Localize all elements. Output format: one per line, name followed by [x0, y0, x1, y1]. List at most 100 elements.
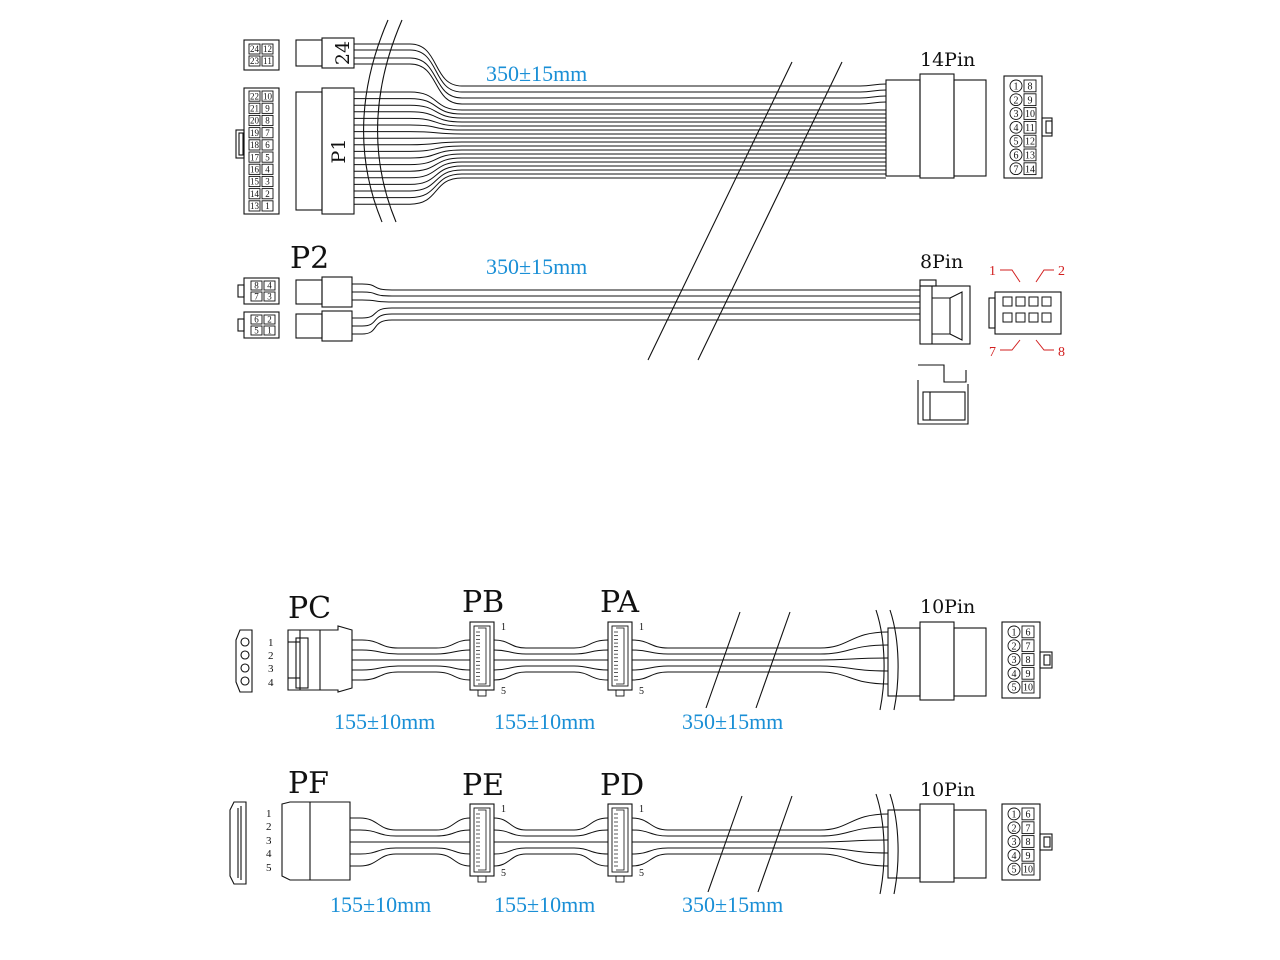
atx-main-pin-5: 5	[265, 152, 270, 162]
wire	[354, 117, 886, 127]
pin-cell	[1021, 848, 1035, 862]
pin-cell	[1007, 639, 1021, 653]
sata-cable-wires	[350, 813, 889, 867]
callout-pin-1: 1	[989, 264, 996, 279]
10pin-a-pin-8: 8	[1026, 655, 1031, 666]
pc-label: PC	[288, 591, 331, 626]
atx-main-pin-3: 3	[265, 177, 270, 187]
p2b-pin-1: 1	[267, 326, 272, 336]
pin-cell	[1023, 148, 1037, 162]
14pin-pin-5: 5	[1014, 137, 1019, 148]
pd-pin-bottom: 5	[639, 868, 644, 879]
wire	[632, 657, 889, 661]
p2a-pin-8: 8	[254, 281, 259, 291]
pin-cell	[261, 114, 274, 127]
pin-cell	[263, 291, 276, 302]
pin-cell	[248, 139, 261, 151]
10pin-b-pin-4: 4	[1012, 851, 1017, 862]
wire	[352, 307, 920, 319]
atx-main-pin-19: 19	[250, 128, 260, 138]
wire	[631, 671, 889, 685]
14pin-pin-7: 7	[1014, 164, 1019, 175]
wire	[354, 63, 887, 105]
pin-cell	[1007, 821, 1021, 835]
pin-cell	[1021, 639, 1035, 653]
8pin-label: 8Pin	[920, 251, 963, 273]
pin-cell	[248, 102, 261, 114]
pin-cell	[1023, 134, 1037, 148]
wire	[631, 826, 889, 837]
pin-cell	[261, 188, 274, 200]
pin-cell	[1023, 120, 1037, 134]
pin-cell	[1021, 625, 1035, 639]
wire	[350, 853, 471, 867]
pin-cell	[1009, 162, 1023, 176]
14pin-pin-12: 12	[1025, 137, 1035, 148]
pin-cell	[1023, 162, 1037, 176]
10pin-b-pin-3: 3	[1012, 837, 1017, 848]
pb-pin-top: 1	[501, 622, 506, 633]
pf-label: PF	[288, 766, 329, 801]
14pin-pin-1: 1	[1014, 82, 1019, 93]
molex-pin-1: 1	[268, 637, 274, 649]
wire	[354, 43, 887, 87]
pa-label: PA	[600, 585, 639, 620]
atx-main-pin-10: 10	[263, 91, 273, 101]
wire	[631, 847, 889, 855]
10pin-b-pin-1: 1	[1012, 810, 1017, 821]
wire	[493, 817, 609, 831]
10pin-b-pin-8: 8	[1026, 837, 1031, 848]
pin-cell	[1009, 120, 1023, 134]
14pin-pin-11: 11	[1025, 123, 1035, 134]
sata-pin-2: 2	[266, 821, 272, 833]
sata-connector-pe	[469, 803, 495, 883]
pin-cell	[261, 127, 274, 139]
p2b-pin-2: 2	[267, 315, 272, 325]
wire	[354, 49, 887, 93]
pin-cell	[261, 175, 274, 188]
p2b-pin-6: 6	[254, 315, 259, 325]
molex-length-a: 155±10mm	[334, 709, 435, 734]
pin-cell	[248, 43, 261, 55]
10pin-a-pin-10: 10	[1023, 683, 1033, 694]
pin-cell	[1007, 807, 1021, 821]
atx-24-label: 24	[332, 41, 354, 65]
pin-cell	[1023, 107, 1037, 120]
pin-cell	[1009, 134, 1023, 148]
pin-cell	[261, 200, 274, 212]
pe-pin-bottom: 5	[501, 868, 506, 879]
14pin-pin-3: 3	[1014, 109, 1019, 120]
pin-cell	[1021, 680, 1035, 694]
atx-main-pin-13: 13	[250, 201, 260, 211]
pd-label: PD	[600, 768, 644, 803]
atx-main-pin-18: 18	[250, 140, 260, 150]
wire	[631, 813, 889, 831]
atx-main-pin-14: 14	[250, 189, 260, 199]
pin-cell	[261, 151, 274, 163]
p2a-pin-7: 7	[254, 292, 259, 302]
wire	[354, 141, 886, 146]
sata-pin-1: 1	[266, 808, 272, 820]
atx-main-pin-8: 8	[265, 116, 270, 126]
wire	[631, 853, 889, 867]
callout-pin-2: 2	[1058, 264, 1065, 279]
sata-length-a: 155±10mm	[330, 892, 431, 917]
pa-pin-top: 1	[639, 622, 644, 633]
atx-small-pin-24: 24	[250, 44, 260, 54]
molex-length-b: 155±10mm	[494, 709, 595, 734]
pin-cell	[1021, 653, 1035, 666]
10pin-a-pin-4: 4	[1012, 669, 1017, 680]
wire	[493, 847, 609, 855]
sata-connector-pd	[607, 803, 633, 883]
wire	[631, 644, 889, 655]
10pin-a-pin-6: 6	[1026, 628, 1031, 639]
wire	[354, 161, 886, 179]
10pin-a-pin-7: 7	[1026, 641, 1031, 652]
pin-cell	[1009, 107, 1023, 120]
wire	[352, 639, 471, 649]
wire	[352, 319, 920, 335]
